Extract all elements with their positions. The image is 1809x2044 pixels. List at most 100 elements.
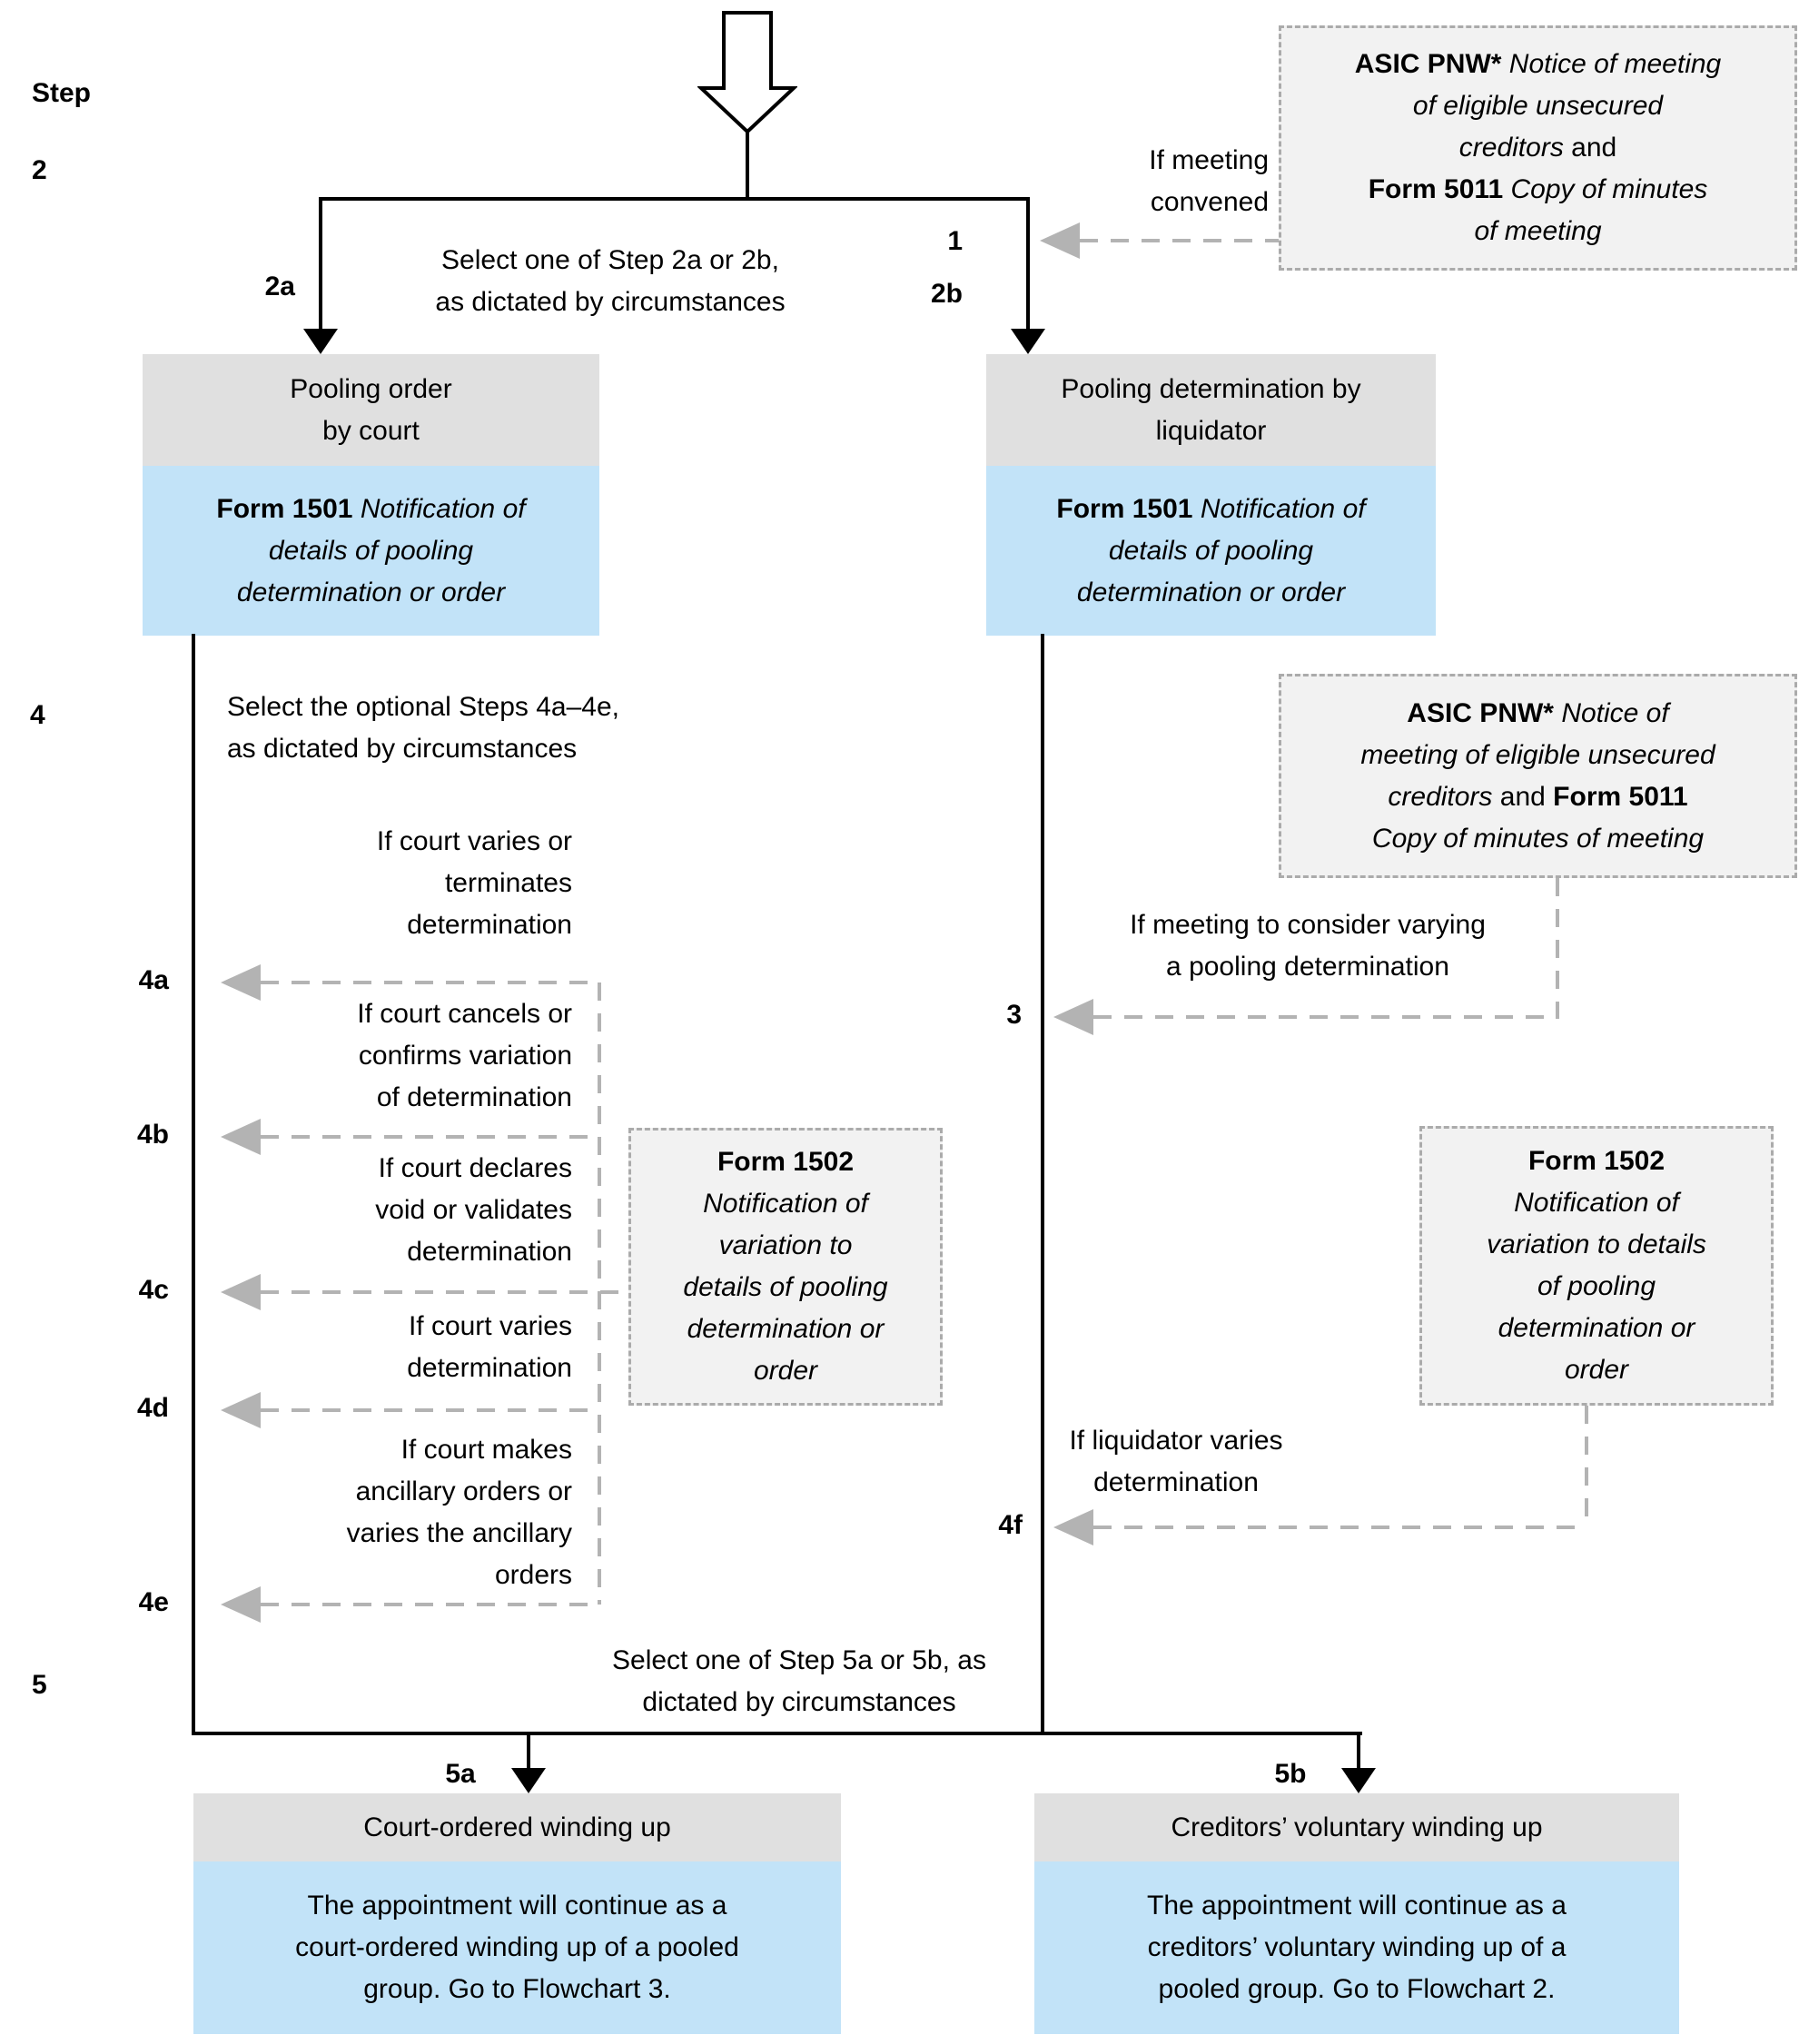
creditors-winding-up-header: Creditors’ voluntary winding up (1034, 1793, 1679, 1861)
asic-top-line: of meeting (1474, 216, 1602, 246)
form1502-right-line: of pooling (1537, 1271, 1656, 1301)
step4a-label: 4a (138, 965, 169, 995)
court-winding-up-header: Court-ordered winding up (193, 1793, 841, 1861)
step5b-arrowhead-icon (1341, 1768, 1376, 1793)
step3-dashed-drop-line (1556, 878, 1559, 1019)
step2b-connector-line (1026, 197, 1030, 331)
branch-line (319, 197, 1030, 201)
if-meeting-convened-text: If meeting convened (1149, 145, 1269, 217)
step5b-connector-line (1357, 1732, 1360, 1770)
step5b-label: 5b (1274, 1759, 1307, 1789)
form1502-left-line: details of pooling (683, 1272, 888, 1302)
step1-label: 1 (947, 226, 963, 256)
step1-dashed-line (1080, 239, 1279, 242)
step2a-arrowhead-icon (303, 329, 338, 354)
step4d-condition-text: If court varies determination (407, 1311, 572, 1383)
step3-dashed-line (1093, 1015, 1556, 1019)
step5-instruction: Select one of Step 5a or 5b, as dictated… (612, 1645, 986, 1717)
left-rail-line (192, 634, 195, 1735)
entry-connector-line (746, 130, 749, 201)
form1502-right-line: order (1564, 1355, 1629, 1385)
form1502-right-line: variation to details (1487, 1229, 1706, 1259)
step4c-condition-text: If court declares void or validates dete… (375, 1153, 572, 1267)
court-winding-up-body: The appointment will continue as a court… (193, 1861, 841, 2034)
step4f-condition-text: If liquidator varies determination (1069, 1426, 1283, 1497)
right-rail-line (1041, 634, 1044, 1735)
creditors-winding-up-node: Creditors’ voluntary winding up The appo… (1034, 1793, 1679, 2034)
step5a-connector-line (527, 1732, 530, 1770)
form1502-right-line: Notification of (1514, 1188, 1679, 1218)
pooling-determination-header: Pooling determination by liquidator (986, 354, 1436, 466)
step4a-dashed-arrowhead-icon (221, 964, 261, 1001)
asic-top-line: ASIC PNW* Notice of meeting (1354, 49, 1722, 79)
pooling-determination-body: Form 1501 Notification of details of poo… (986, 466, 1436, 636)
step3-condition-text: If meeting to consider varying a pooling… (1130, 910, 1486, 982)
step4-instruction: Select the optional Steps 4a–4e, as dict… (227, 692, 619, 764)
form-1501-line: Form 1501 Notification of (1056, 493, 1366, 524)
asic-pnw-top-note: ASIC PNW* Notice of meeting of eligible … (1279, 25, 1797, 271)
step4e-dashed-arrowhead-icon (221, 1586, 261, 1623)
step4d-dashed-arrowhead-icon (221, 1392, 261, 1428)
step4e-dashed-line (261, 1603, 599, 1606)
step4d-dashed-line (261, 1408, 599, 1412)
step4e-condition-text: If court makes ancillary orders or varie… (346, 1435, 572, 1590)
form1502-left-line: determination or (687, 1314, 885, 1344)
entry-arrow-icon (697, 11, 797, 134)
step4b-dashed-arrowhead-icon (221, 1119, 261, 1155)
step3-dashed-arrowhead-icon (1053, 999, 1093, 1035)
pooling-order-body: Form 1501 Notification of details of poo… (143, 466, 599, 636)
form1502-right-line: Form 1502 (1527, 1146, 1666, 1176)
step2a-label: 2a (264, 272, 295, 301)
step4a-dashed-line (261, 981, 599, 984)
step4c-dashed-arrowhead-icon (221, 1274, 261, 1310)
form-1501-line: determination or order (1076, 577, 1346, 607)
step4a-condition-text: If court varies or terminates determinat… (376, 826, 572, 940)
step2a-connector-line (319, 197, 322, 331)
step3-label: 3 (1006, 1000, 1022, 1030)
asic-mid-line: ASIC PNW* Notice of (1407, 697, 1669, 728)
step4f-label: 4f (998, 1510, 1023, 1540)
asic-mid-line: creditors and Form 5011 (1388, 781, 1688, 812)
form-1501-line: determination or order (236, 577, 506, 607)
step4b-dashed-line (261, 1135, 599, 1139)
step-2-label: 2 (32, 155, 47, 185)
form-1501-line: Form 1501 Notification of (216, 493, 526, 524)
form1502-left-line: order (753, 1356, 818, 1386)
form1502-right-note: Form 1502 Notification of variation to d… (1419, 1126, 1774, 1406)
asic-top-line: of eligible unsecured (1412, 91, 1664, 121)
step2b-arrowhead-icon (1011, 329, 1045, 354)
pooling-determination-node: Pooling determination by liquidator Form… (986, 354, 1436, 636)
step4f-dashed-line (1093, 1526, 1585, 1529)
step-4-label: 4 (30, 700, 45, 730)
pooling-order-header: Pooling order by court (143, 354, 599, 466)
asic-pnw-mid-note: ASIC PNW* Notice of meeting of eligible … (1279, 674, 1797, 878)
form1502-left-note: Form 1502 Notification of variation to d… (628, 1128, 943, 1406)
step4d-label: 4d (136, 1393, 169, 1423)
asic-mid-line: meeting of eligible unsecured (1360, 739, 1715, 770)
step4c-dashed-line (261, 1290, 628, 1294)
step2-instruction: Select one of Step 2a or 2b, as dictated… (435, 245, 786, 317)
creditors-winding-up-body: The appointment will continue as a credi… (1034, 1861, 1679, 2034)
step4b-label: 4b (136, 1120, 169, 1150)
step2b-label: 2b (930, 279, 963, 309)
step1-dashed-arrowhead-icon (1040, 222, 1080, 259)
step-5-label: 5 (32, 1670, 47, 1700)
step4e-label: 4e (138, 1587, 169, 1617)
step-column-heading: Step (32, 78, 92, 108)
form-1501-line: details of pooling (1108, 535, 1314, 566)
step5a-label: 5a (445, 1759, 476, 1789)
form1502-right-line: determination or (1498, 1313, 1695, 1343)
form1502-left-line: variation to (718, 1230, 853, 1260)
step5a-arrowhead-icon (511, 1768, 546, 1793)
court-winding-up-node: Court-ordered winding up The appointment… (193, 1793, 841, 2034)
form-1501-line: details of pooling (268, 535, 474, 566)
asic-mid-line: Copy of minutes of meeting (1371, 823, 1705, 854)
form1502-left-line: Form 1502 (717, 1147, 855, 1177)
asic-top-line: Form 5011 Copy of minutes (1368, 174, 1708, 204)
asic-top-line: creditors and (1458, 133, 1617, 163)
step4f-dashed-drop-line (1585, 1406, 1588, 1529)
form1502-left-line: Notification of (703, 1189, 868, 1219)
pooling-order-node: Pooling order by court Form 1501 Notific… (143, 354, 599, 636)
step4f-dashed-arrowhead-icon (1053, 1509, 1093, 1545)
